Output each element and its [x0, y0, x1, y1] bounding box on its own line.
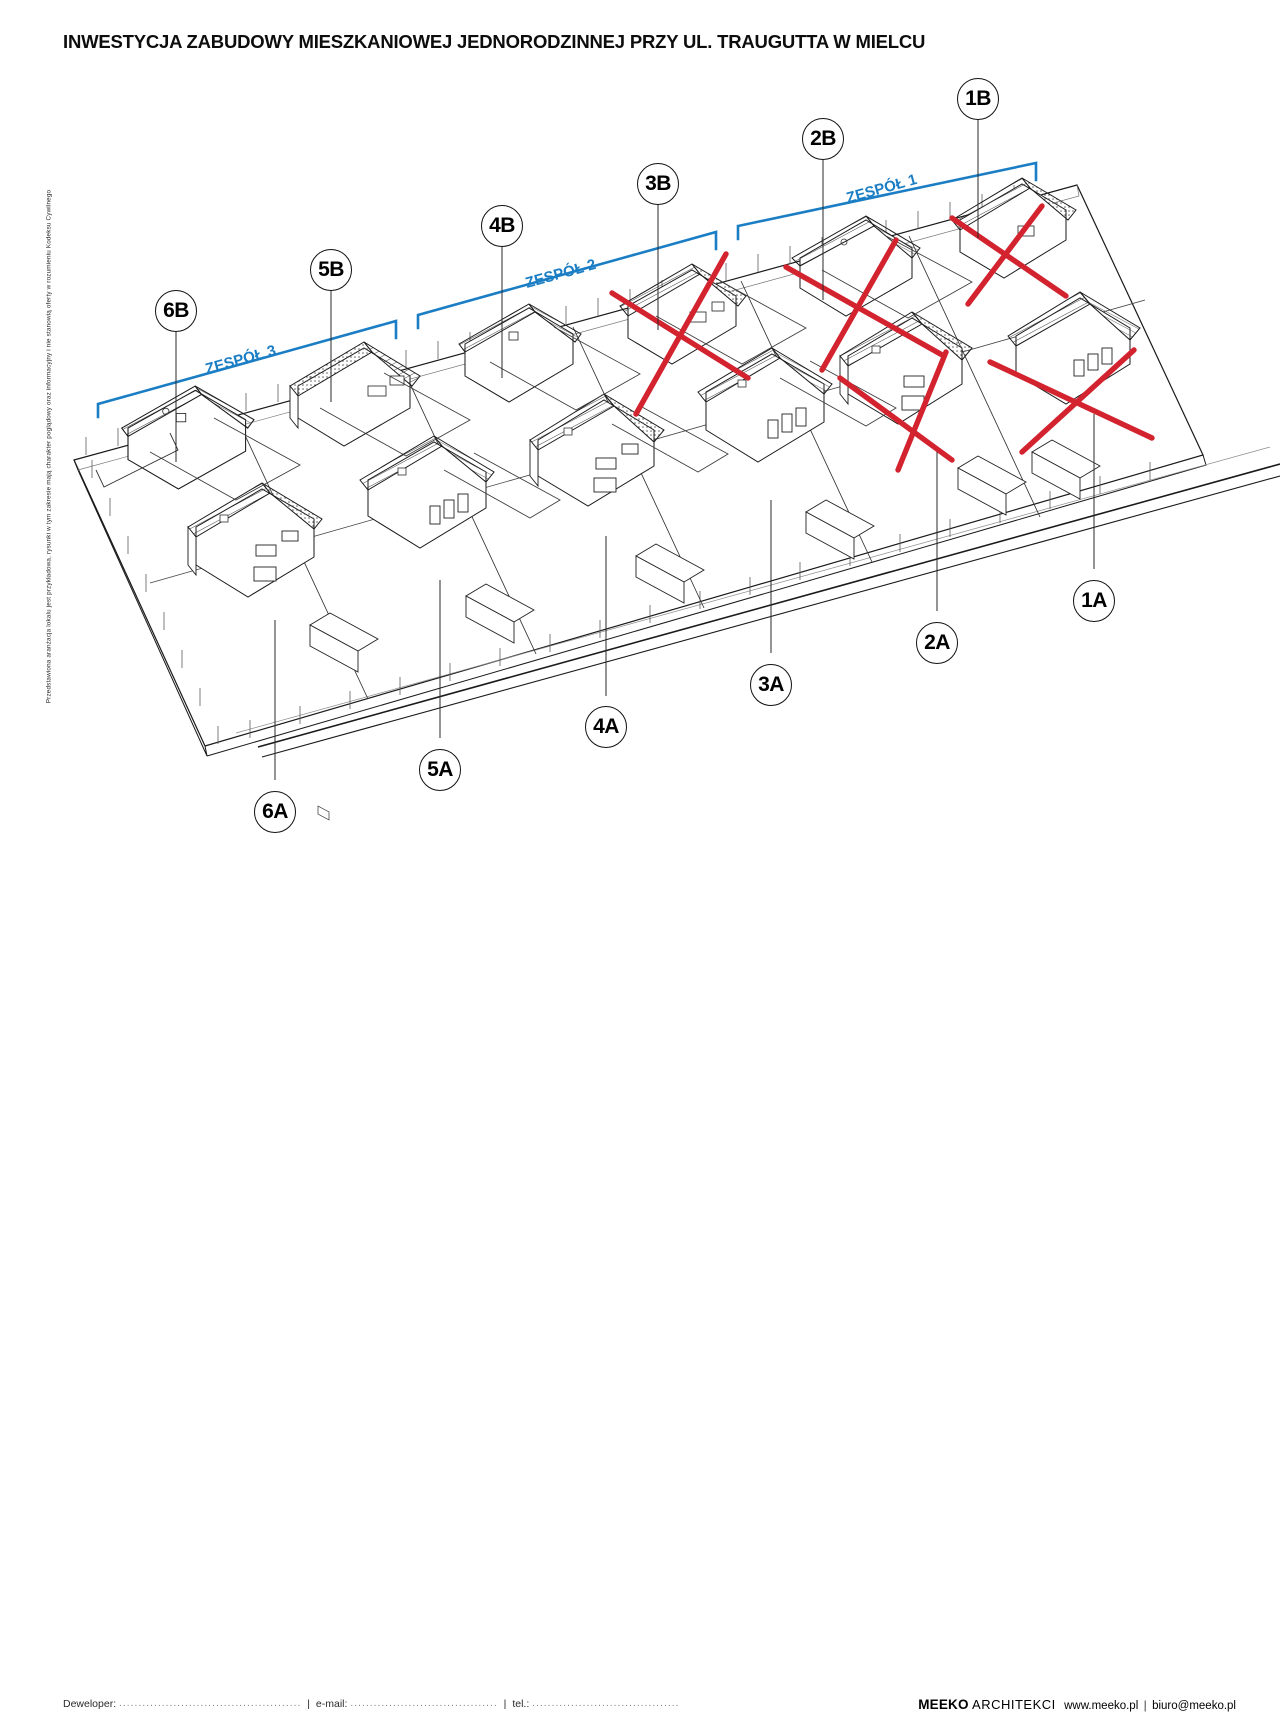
sold-cross-2A — [837, 349, 955, 473]
unit-marker-6B[interactable]: 6B — [155, 290, 197, 332]
sold-cross-3B — [609, 251, 751, 417]
house-2A[interactable] — [839, 311, 973, 425]
bracket-zespol-2 — [416, 230, 718, 330]
garage-3A[interactable] — [805, 499, 875, 560]
page-title: INWESTYCJA ZABUDOWY MIESZKANIOWEJ JEDNOR… — [63, 31, 926, 52]
unit-marker-4B[interactable]: 4B — [481, 205, 523, 247]
marker-leader-lines — [175, 120, 1095, 780]
site-plan-drawing: ZESPÓŁ 3 ZESPÓŁ 2 ZESPÓŁ 1 — [73, 120, 1280, 821]
unit-marker-3A[interactable]: 3A — [750, 664, 792, 706]
unit-marker-5A[interactable]: 5A — [419, 749, 461, 791]
unit-marker-2A[interactable]: 2A — [916, 622, 958, 664]
sold-cross-1B — [949, 203, 1069, 307]
unit-marker-2B[interactable]: 2B — [802, 118, 844, 160]
houses-row-b — [95, 177, 1077, 490]
unit-marker-4A[interactable]: 4A — [585, 706, 627, 748]
sold-cross-2B — [783, 237, 947, 373]
unit-marker-6A[interactable]: 6A — [254, 791, 296, 833]
email-value[interactable]: ...................................... — [350, 1698, 498, 1709]
garage-1A[interactable] — [1031, 439, 1101, 500]
unit-marker-1B[interactable]: 1B — [957, 78, 999, 120]
group-label-zespol-1: ZESPÓŁ 1 — [844, 170, 919, 207]
drawing-sheet: INWESTYCJA ZABUDOWY MIESZKANIOWEJ JEDNOR… — [0, 31, 1280, 1712]
garage-5A[interactable] — [465, 583, 535, 644]
sold-markers — [609, 203, 1155, 473]
house-4A[interactable] — [529, 393, 665, 507]
house-4B[interactable] — [458, 303, 582, 403]
studio-suffix: ARCHITEKCI — [972, 1697, 1056, 1712]
house-6A[interactable] — [187, 482, 323, 598]
studio-website[interactable]: www.meeko.pl — [1064, 1700, 1139, 1712]
unit-marker-3B[interactable]: 3B — [637, 163, 679, 205]
group-label-zespol-2: ZESPÓŁ 2 — [523, 255, 598, 292]
phone-value[interactable]: ...................................... — [532, 1698, 680, 1709]
sold-cross-1A — [987, 347, 1155, 455]
garage-2A[interactable] — [957, 455, 1027, 516]
house-5A[interactable] — [359, 435, 495, 549]
bracket-zespol-3 — [96, 319, 398, 419]
unit-marker-1A[interactable]: 1A — [1073, 580, 1115, 622]
studio-separator: | — [1143, 1698, 1147, 1712]
sheet-footer: Deweloper: .............................… — [0, 836, 1280, 1712]
developer-value[interactable]: ........................................… — [119, 1698, 302, 1709]
phone-label: tel.: — [512, 1698, 530, 1710]
studio-brand: MEEKO — [918, 1697, 969, 1712]
footer-separator-1: | — [307, 1698, 310, 1710]
house-6B[interactable] — [120, 385, 255, 490]
house-3B[interactable] — [619, 263, 747, 365]
unit-marker-5B[interactable]: 5B — [310, 249, 352, 291]
developer-info-line: Deweloper: .............................… — [63, 1698, 680, 1710]
garage-6A[interactable] — [309, 612, 379, 821]
bracket-zespol-1 — [736, 161, 1038, 241]
group-label-zespol-3: ZESPÓŁ 3 — [203, 341, 278, 378]
developer-label: Deweloper: — [63, 1698, 117, 1710]
footer-separator-2: | — [503, 1698, 507, 1710]
group-brackets — [96, 161, 1038, 419]
garage-4A[interactable] — [635, 543, 705, 604]
studio-email[interactable]: biuro@meeko.pl — [1152, 1700, 1236, 1712]
email-label: e-mail: — [315, 1698, 348, 1710]
studio-credit: MEEKO ARCHITEKCI www.meeko.pl | biuro@me… — [918, 1697, 1236, 1712]
